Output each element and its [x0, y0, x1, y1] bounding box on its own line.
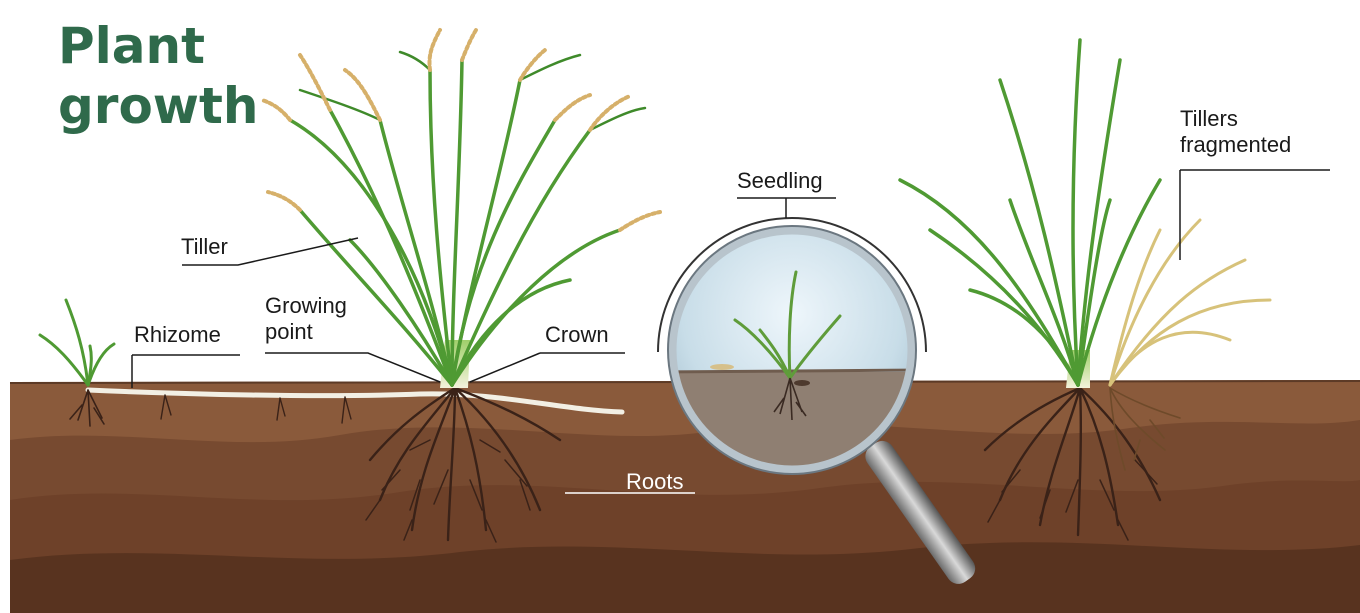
label-tillers-fragmented-line-2: fragmented: [1180, 132, 1291, 158]
label-roots: Roots: [626, 469, 683, 495]
label-growing-point-line-1: Growing: [265, 293, 347, 319]
label-growing-point-line-2: point: [265, 319, 347, 345]
page-title: Plant growth: [58, 16, 259, 136]
label-growing-point: Growing point: [265, 293, 347, 345]
title-line-2: growth: [58, 76, 259, 136]
label-tillers-fragmented-line-1: Tillers: [1180, 106, 1291, 132]
label-rhizome: Rhizome: [134, 322, 221, 348]
title-line-1: Plant: [58, 16, 259, 76]
small-plant: [40, 300, 114, 385]
label-seedling: Seedling: [737, 168, 823, 194]
right-grass-plant: [900, 40, 1270, 388]
label-tiller: Tiller: [181, 234, 228, 260]
label-tillers-fragmented: Tillers fragmented: [1180, 106, 1291, 158]
label-crown: Crown: [545, 322, 609, 348]
